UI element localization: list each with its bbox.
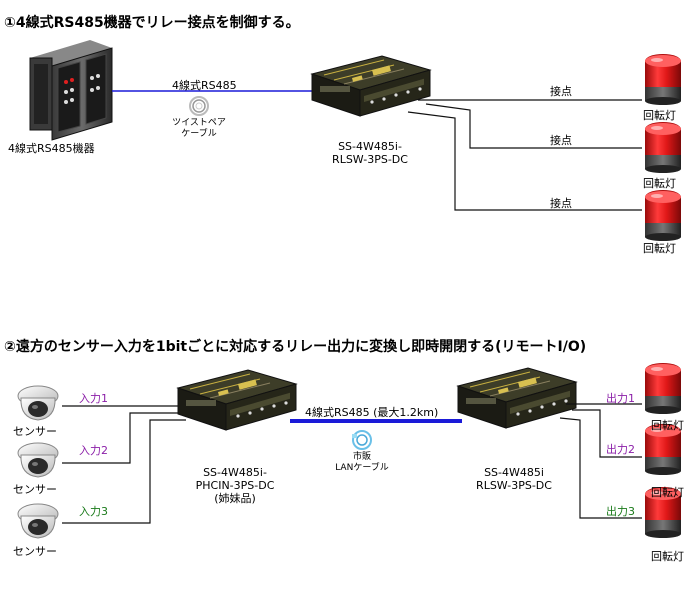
section1-title: ①4線式RS485機器でリレー接点を制御する。 bbox=[4, 15, 300, 31]
relay-label-line2: RLSW-3PS-DC bbox=[332, 153, 408, 166]
contact-lines bbox=[407, 99, 642, 211]
relay2-label-line1: SS-4W485i bbox=[484, 466, 544, 479]
phcin-label-line2: PHCIN-3PS-DC bbox=[195, 479, 275, 492]
relay2-label-line2: RLSW-3PS-DC bbox=[476, 479, 552, 492]
input-label-1: 入力1 bbox=[79, 392, 108, 405]
lamp-label-2: 回転灯 bbox=[643, 177, 676, 190]
lamp-label-1: 回転灯 bbox=[643, 109, 676, 122]
output-lines bbox=[559, 403, 642, 519]
sensor-icon bbox=[17, 442, 59, 478]
relay-device-2-label: SS-4W485i RLSW-3PS-DC bbox=[458, 466, 570, 492]
phcin-device-label: SS-4W485i- PHCIN-3PS-DC (姉妹品) bbox=[180, 466, 290, 505]
phcin-label-line3: (姉妹品) bbox=[214, 492, 256, 505]
rs485-line-2-label: 4線式RS485 (最大1.2km) bbox=[305, 406, 439, 419]
section2-title: ②遠方のセンサー入力を1bitごとに対応するリレー出力に変換し即時開閉する(リモ… bbox=[4, 339, 587, 355]
output-label-1: 出力1 bbox=[606, 392, 635, 405]
lan-label-line1: 市販 bbox=[352, 452, 371, 462]
output-label-3: 出力3 bbox=[606, 505, 635, 518]
input-label-2: 入力2 bbox=[79, 444, 108, 457]
lamp-label-5: 回転灯 bbox=[651, 486, 684, 499]
lamp-label-6: 回転灯 bbox=[651, 550, 684, 563]
revolving-lamp-icon bbox=[645, 122, 681, 173]
rs485-device-label: 4線式RS485機器 bbox=[8, 142, 95, 155]
lamp-label-3: 回転灯 bbox=[643, 242, 676, 255]
contact-label-1: 接点 bbox=[550, 85, 572, 98]
input-lines bbox=[62, 405, 190, 524]
sensor-label-1: センサー bbox=[13, 425, 57, 438]
relay-device-label: SS-4W485i- RLSW-3PS-DC bbox=[315, 140, 425, 166]
relay-device-icon bbox=[311, 55, 431, 117]
rs485-equipment-icon bbox=[29, 40, 113, 141]
phcin-label-line1: SS-4W485i- bbox=[203, 466, 267, 479]
cable-label-line2: ケーブル bbox=[181, 129, 217, 139]
revolving-lamp-icon bbox=[645, 190, 681, 241]
sensor-icon bbox=[17, 385, 59, 421]
contact-label-2: 接点 bbox=[550, 134, 572, 147]
sensor-icon bbox=[17, 503, 59, 539]
relay-device-2-icon bbox=[457, 367, 577, 429]
lan-label-line2: LANケーブル bbox=[335, 463, 389, 473]
output-label-2: 出力2 bbox=[606, 443, 635, 456]
sensor-label-2: センサー bbox=[13, 483, 57, 496]
phcin-device-icon bbox=[177, 369, 297, 431]
revolving-lamp-icon bbox=[645, 363, 681, 414]
cable-label-line1: ツイストペア bbox=[172, 118, 226, 128]
input-label-3: 入力3 bbox=[79, 505, 108, 518]
lamp-label-4: 回転灯 bbox=[651, 419, 684, 432]
relay-label-line1: SS-4W485i- bbox=[338, 140, 402, 153]
cable-label: ツイストペア ケーブル bbox=[166, 118, 232, 140]
lan-cable-icon bbox=[352, 430, 372, 450]
contact-label-3: 接点 bbox=[550, 197, 572, 210]
sensor-label-3: センサー bbox=[13, 545, 57, 558]
lan-cable-label: 市販 LANケーブル bbox=[330, 452, 394, 474]
rs485-line-label: 4線式RS485 bbox=[172, 79, 237, 92]
twisted-pair-cable-icon bbox=[189, 96, 209, 116]
revolving-lamp-icon bbox=[645, 54, 681, 105]
